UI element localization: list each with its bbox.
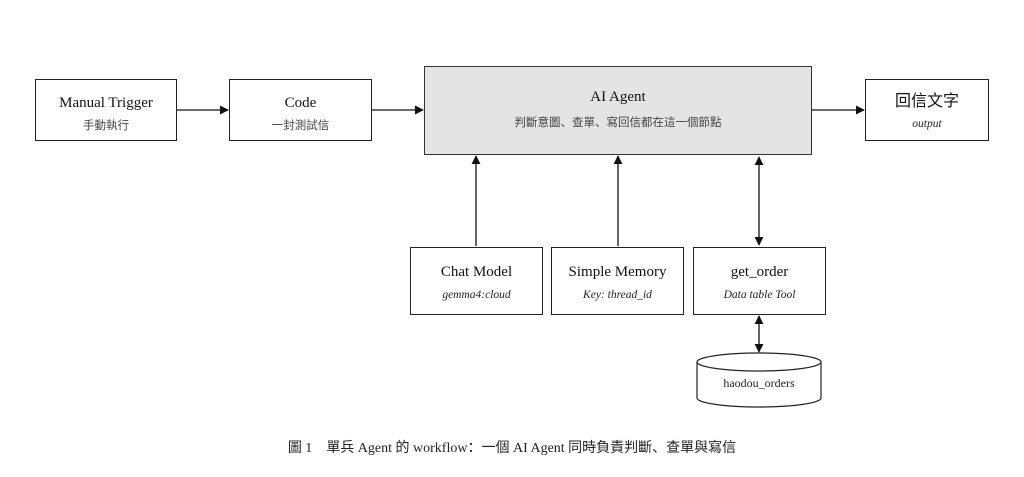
reply-text-title: 回信文字 xyxy=(894,93,959,110)
figure-number: 圖 1 xyxy=(287,441,313,456)
ai-agent-node: AI Agent 判斷意圖、查單、寫回信都在這一個節點 xyxy=(424,66,812,155)
get-order-node: get_order Data table Tool xyxy=(693,247,826,315)
figure-caption-text: 單兵 Agent 的 workflow：一個 AI Agent 同時負責判斷、查… xyxy=(326,441,737,456)
code-title: Code xyxy=(284,95,317,111)
get-order-subtitle: Data table Tool xyxy=(723,289,796,301)
simple-memory-node: Simple Memory Key: thread_id xyxy=(551,247,684,315)
database-label: haodou_orders xyxy=(723,376,795,390)
ai-agent-title: AI Agent xyxy=(590,89,646,105)
chat-model-title: Chat Model xyxy=(440,264,513,280)
chat-model-node: Chat Model gemma4:cloud xyxy=(410,247,543,315)
ai-agent-subtitle: 判斷意圖、查單、寫回信都在這一個節點 xyxy=(514,117,722,129)
simple-memory-subtitle: Key: thread_id xyxy=(583,289,652,301)
manual-trigger-subtitle: 手動執行 xyxy=(83,120,129,132)
code-node: Code 一封測試信 xyxy=(229,79,372,141)
chat-model-subtitle: gemma4:cloud xyxy=(442,289,511,301)
database-cylinder xyxy=(696,352,822,408)
reply-text-subtitle: output xyxy=(912,118,942,130)
reply-text-node: 回信文字 output xyxy=(865,79,989,141)
get-order-title: get_order xyxy=(730,264,789,280)
manual-trigger-node: Manual Trigger 手動執行 xyxy=(35,79,177,141)
manual-trigger-title: Manual Trigger xyxy=(59,95,153,111)
figure-caption: 圖 1 單兵 Agent 的 workflow：一個 AI Agent 同時負責判… xyxy=(0,440,1024,458)
simple-memory-title: Simple Memory xyxy=(568,264,667,280)
code-subtitle: 一封測試信 xyxy=(271,120,330,132)
